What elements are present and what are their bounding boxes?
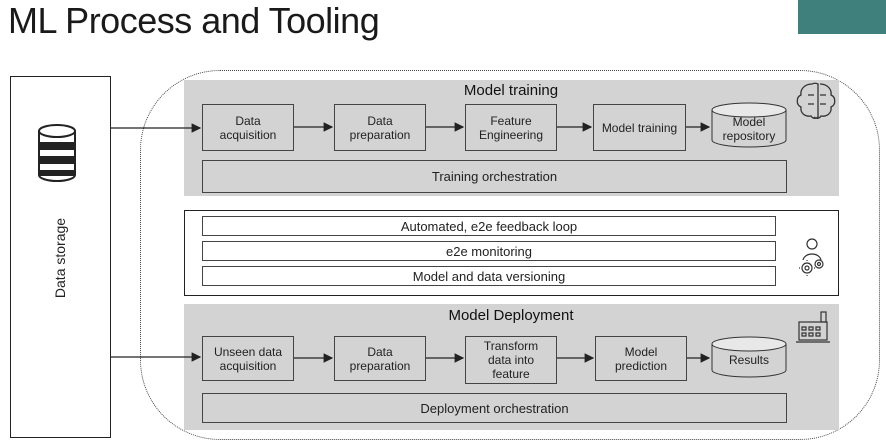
model-repository-cylinder xyxy=(711,102,787,148)
step-label: Unseen data acquisition xyxy=(213,344,283,373)
deploy-step-unseen-data: Unseen data acquisition xyxy=(202,336,294,381)
process-boundary xyxy=(140,70,880,440)
factory-icon xyxy=(796,311,830,343)
step-label: Data preparation xyxy=(349,113,411,142)
step-label: Data preparation xyxy=(349,344,411,373)
engineer-gears-icon xyxy=(799,238,824,276)
deploy-step-data-preparation: Data preparation xyxy=(334,336,426,381)
deployment-orchestration-bar: Deployment orchestration xyxy=(202,393,787,423)
model-repository-label-2: repository xyxy=(723,129,776,143)
page-title: ML Process and Tooling xyxy=(8,0,380,41)
step-label: Transform data into feature xyxy=(483,339,539,381)
model-deployment-title: Model Deployment xyxy=(448,307,574,324)
step-label: Model training xyxy=(601,120,678,135)
deploy-step-transform: Transform data into feature xyxy=(465,336,557,384)
training-step-feature-engineering: Feature Engineering xyxy=(465,104,557,151)
feedback-loop-bar: Automated, e2e feedback loop xyxy=(202,216,776,236)
deploy-step-model-prediction: Model prediction xyxy=(595,336,687,381)
results-cylinder xyxy=(711,336,787,378)
step-label: Data acquisition xyxy=(219,113,277,142)
training-step-data-acquisition: Data acquisition xyxy=(202,104,294,151)
model-training-title: Model training xyxy=(463,82,559,99)
database-icon xyxy=(38,124,76,182)
step-label: Feature Engineering xyxy=(478,113,544,142)
training-orchestration-bar: Training orchestration xyxy=(202,160,787,193)
brain-icon xyxy=(796,82,836,120)
training-step-data-preparation: Data preparation xyxy=(334,104,426,151)
accent-bar xyxy=(798,0,886,34)
versioning-bar: Model and data versioning xyxy=(202,266,776,286)
training-step-model-training: Model training xyxy=(593,104,686,151)
model-repository-label-1: Model xyxy=(733,115,766,129)
step-label: Model prediction xyxy=(614,344,668,373)
monitoring-bar: e2e monitoring xyxy=(202,241,776,261)
results-label: Results xyxy=(729,353,769,367)
